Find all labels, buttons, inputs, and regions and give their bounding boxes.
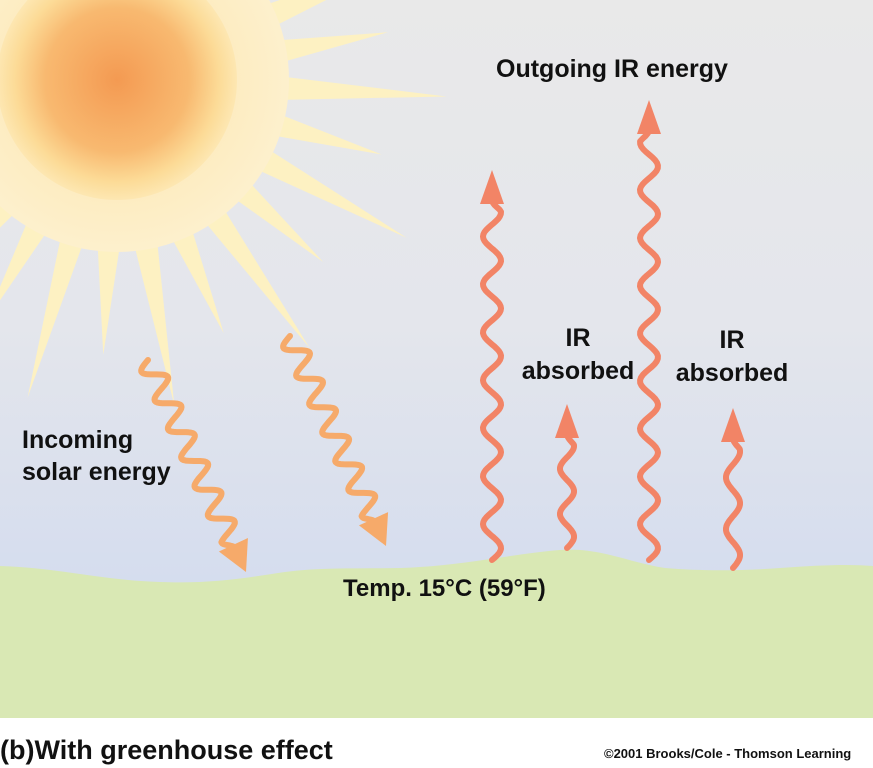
incoming-solar-arrow-2-shaft — [280, 333, 379, 525]
ir-absorbed-label-1-line2: absorbed — [521, 357, 635, 385]
ground — [0, 549, 873, 718]
outgoing-ir-arrow-2-head — [637, 100, 661, 134]
sun-ray — [257, 108, 382, 155]
absorbed-ir-arrow-1-head — [555, 404, 579, 438]
outgoing-ir-arrow-1-shaft — [480, 197, 504, 563]
absorbed-ir-arrow-2-shaft — [723, 435, 743, 571]
sun-ray — [261, 32, 388, 67]
incoming-solar-arrow-1-shaft — [138, 357, 238, 551]
sun-disc — [0, 0, 237, 200]
greenhouse-diagram — [0, 0, 873, 718]
incoming-solar-label-line2: solar energy — [22, 458, 171, 486]
sun-ray — [242, 140, 407, 238]
copyright-notice: ©2001 Brooks/Cole - Thomson Learning — [604, 746, 852, 761]
energy-arrows — [138, 100, 745, 572]
absorbed-ir-arrow-1-shaft — [557, 431, 577, 551]
outgoing-ir-label: Outgoing IR energy — [496, 55, 728, 83]
surface-temperature-label: Temp. 15°C (59°F) — [343, 575, 546, 602]
incoming-solar-label-line1: Incoming — [22, 426, 134, 454]
sun-ray — [163, 212, 224, 334]
ir-absorbed-label-2-line1: IR — [719, 326, 745, 354]
incoming-solar-arrow-2-head — [358, 512, 389, 546]
figure-caption: (b)With greenhouse effect — [0, 735, 333, 765]
ir-absorbed-label-2-line2: absorbed — [675, 359, 789, 387]
ir-absorbed-label-1: IR absorbed — [508, 322, 648, 388]
sun-ray — [27, 220, 89, 398]
sun-ray — [96, 228, 123, 355]
sun-ray — [130, 224, 175, 405]
incoming-solar-arrow-1-head — [218, 538, 248, 572]
outgoing-ir-arrow-2-shaft — [637, 127, 661, 563]
sun-ray — [193, 193, 310, 348]
absorbed-ir-arrow-2-head — [721, 408, 745, 442]
sun-ray — [265, 74, 447, 101]
outgoing-ir-arrow-1-head — [480, 170, 504, 204]
incoming-solar-label: Incoming solar energy — [22, 424, 171, 488]
sun — [0, 0, 447, 405]
ir-absorbed-label-1-line1: IR — [565, 324, 591, 352]
ir-absorbed-label-2: IR absorbed — [662, 324, 802, 390]
